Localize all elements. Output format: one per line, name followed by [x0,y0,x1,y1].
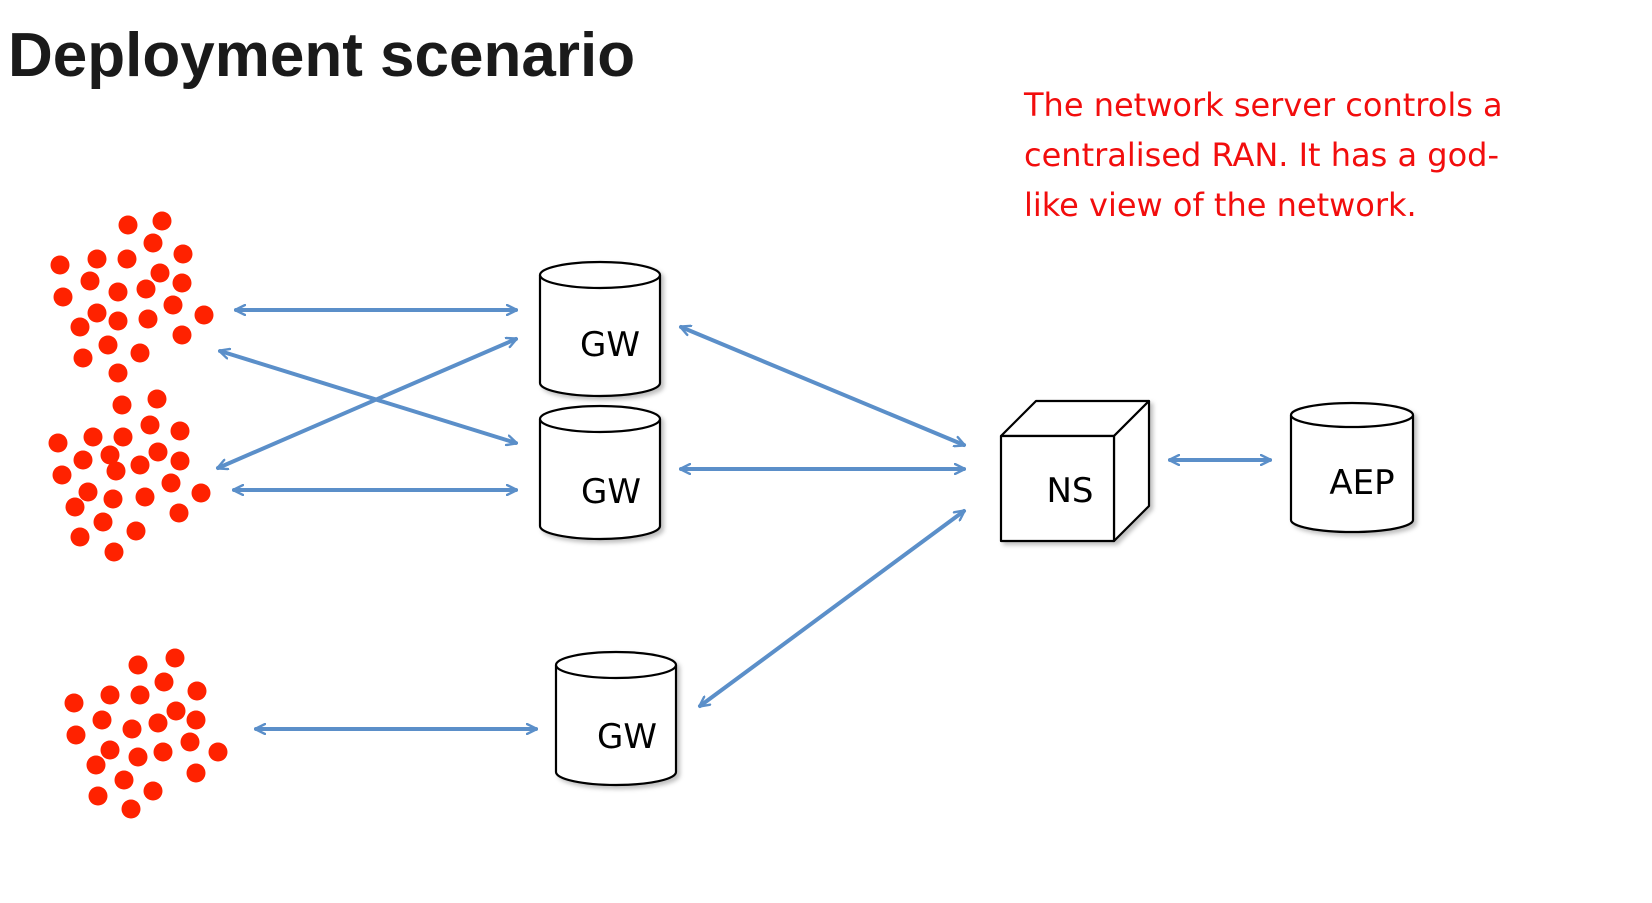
device-dot [130,343,150,363]
device-dot [108,282,128,302]
device-dot [87,303,107,323]
device-dot [78,482,98,502]
device-dot [152,211,172,231]
gateway-cylinder-icon [538,260,662,398]
device-dot [194,305,214,325]
device-dot [170,451,190,471]
device-dot [70,317,90,337]
device-dot [112,395,132,415]
device-dot [172,273,192,293]
device-dot [108,311,128,331]
note-line: The network server controls a [1024,86,1503,124]
device-dot [143,233,163,253]
device-dot [165,648,185,668]
device-dot [86,755,106,775]
device-dot [65,497,85,517]
device-dot [87,249,107,269]
device-dot [180,732,200,752]
device-dot [140,415,160,435]
device-dot [48,433,68,453]
network-server-label: NS [1046,471,1093,511]
device-dot [126,521,146,541]
note-line: like view of the network. [1024,186,1417,224]
device-dot [73,348,93,368]
device-dot [191,483,211,503]
device-dot [170,421,190,441]
device-dot [186,710,206,730]
device-dot [122,719,142,739]
device-dot [70,527,90,547]
device-dot [130,685,150,705]
device-dot [104,542,124,562]
device-dot [92,710,112,730]
device-dot [148,442,168,462]
device-dot [173,244,193,264]
gateway-cylinder-icon [554,650,678,787]
device-dot [147,389,167,409]
device-dot [138,309,158,329]
page-title: Deployment scenario [8,21,636,90]
server-cube-icon [999,399,1151,543]
device-dot [118,215,138,235]
device-dot [121,799,141,819]
device-dot [163,295,183,315]
device-dot [93,512,113,532]
device-dot [154,672,174,692]
device-dot [50,255,70,275]
device-dot [88,786,108,806]
device-dot [128,655,148,675]
link-arrow [700,509,964,708]
device-dot [136,279,156,299]
device-dot [100,685,120,705]
device-dot [143,781,163,801]
annotation-note: The network server controls a centralise… [1024,80,1554,230]
device-dot [117,249,137,269]
device-dot [80,271,100,291]
link-arrow [218,339,516,468]
device-dot [73,450,93,470]
device-dot [53,287,73,307]
device-dot [208,742,228,762]
device-cluster-icon [64,648,228,819]
device-dot [100,445,120,465]
device-dot [108,363,128,383]
link-arrow [681,327,964,445]
note-line: centralised RAN. It has a god- [1024,136,1500,174]
device-cluster-icon [50,211,214,383]
device-dot [161,473,181,493]
gateway-label: GW [597,717,657,757]
device-dot [169,503,189,523]
device-dot [114,770,134,790]
device-dot [135,487,155,507]
device-dot [66,725,86,745]
device-dot [186,763,206,783]
device-dot [100,740,120,760]
endpoint-cylinder-icon [1289,401,1415,534]
device-dot [130,455,150,475]
gateway-label: GW [580,325,640,365]
device-dot [153,742,173,762]
device-dot [150,263,170,283]
device-dot [83,427,103,447]
device-dot [103,489,123,509]
gateway-label: GW [581,472,641,512]
gateway-cylinder-icon [538,404,662,541]
application-endpoint-label: AEP [1329,463,1394,503]
device-dot [166,701,186,721]
device-dot [148,713,168,733]
device-dot [106,461,126,481]
device-dot [128,747,148,767]
device-dot [172,325,192,345]
device-dot [64,693,84,713]
device-dot [113,427,133,447]
device-dot [187,681,207,701]
link-arrow [220,351,516,443]
device-dot [98,335,118,355]
device-cluster-icon [48,389,211,562]
device-dot [52,465,72,485]
